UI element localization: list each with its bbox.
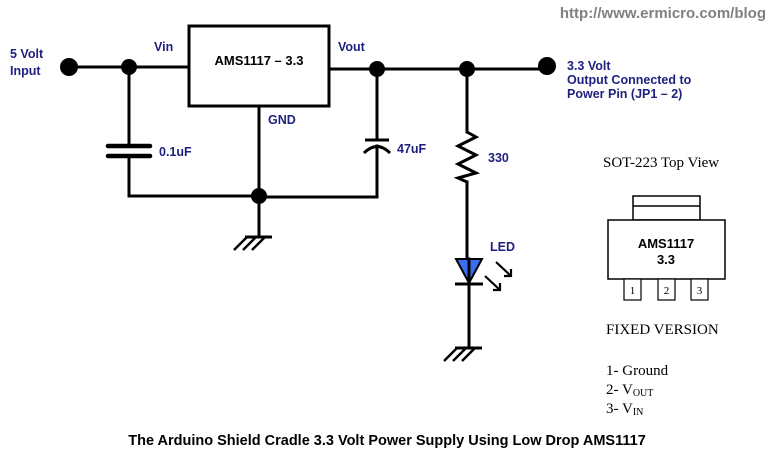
ground-symbol-left xyxy=(233,194,272,251)
package-chip-line1: AMS1117 xyxy=(638,236,694,251)
led-light-arrows-icon xyxy=(484,261,513,292)
input-capacitor xyxy=(105,65,153,198)
input-capacitor-label: 0.1uF xyxy=(159,145,192,159)
led xyxy=(454,257,484,350)
pin-1-number: 1 xyxy=(630,285,636,297)
input-label-line1: 5 Volt xyxy=(10,47,44,61)
figure-caption: The Arduino Shield Cradle 3.3 Volt Power… xyxy=(128,433,646,449)
output-label-line1: 3.3 Volt xyxy=(567,59,611,73)
pinout-1: 1- Ground xyxy=(606,363,669,379)
pinout-3: 3- VIN xyxy=(606,401,643,418)
output-label-line2: Output Connected to xyxy=(567,73,692,87)
output-capacitor-label: 47uF xyxy=(397,142,427,156)
gnd-label: GND xyxy=(268,113,296,127)
input-terminal xyxy=(60,58,78,76)
package-pin-1 xyxy=(623,278,642,301)
sot223-package: AMS1117 3.3 1 2 3 xyxy=(607,195,726,301)
package-tab xyxy=(632,195,701,221)
pin-3-number: 3 xyxy=(697,285,703,297)
package-chip-line2: 3.3 xyxy=(657,252,675,267)
output-label-line3: Power Pin (JP1 – 2) xyxy=(567,87,682,101)
vout-label: Vout xyxy=(338,40,366,54)
output-terminal xyxy=(538,57,556,75)
package-body xyxy=(607,219,726,280)
regulator-ams1117: AMS1117 – 3.3 xyxy=(187,24,331,108)
regulator-label: AMS1117 – 3.3 xyxy=(215,53,304,68)
blog-url: http://www.ermicro.com/blog xyxy=(560,5,766,22)
pin-2-number: 2 xyxy=(664,285,670,297)
pinout-2: 2- VOUT xyxy=(606,382,653,399)
led-label: LED xyxy=(490,240,515,254)
package-pin-3 xyxy=(690,278,709,301)
output-capacitor xyxy=(362,67,392,199)
resistor-label: 330 xyxy=(488,151,509,165)
input-label-line2: Input xyxy=(10,64,41,78)
package-pin-2 xyxy=(657,278,676,301)
vin-label: Vin xyxy=(154,40,173,54)
fixed-version-label: FIXED VERSION xyxy=(606,322,719,338)
ground-symbol-right xyxy=(443,346,482,362)
package-title: SOT-223 Top View xyxy=(603,155,719,171)
resistor-330 xyxy=(453,67,481,260)
